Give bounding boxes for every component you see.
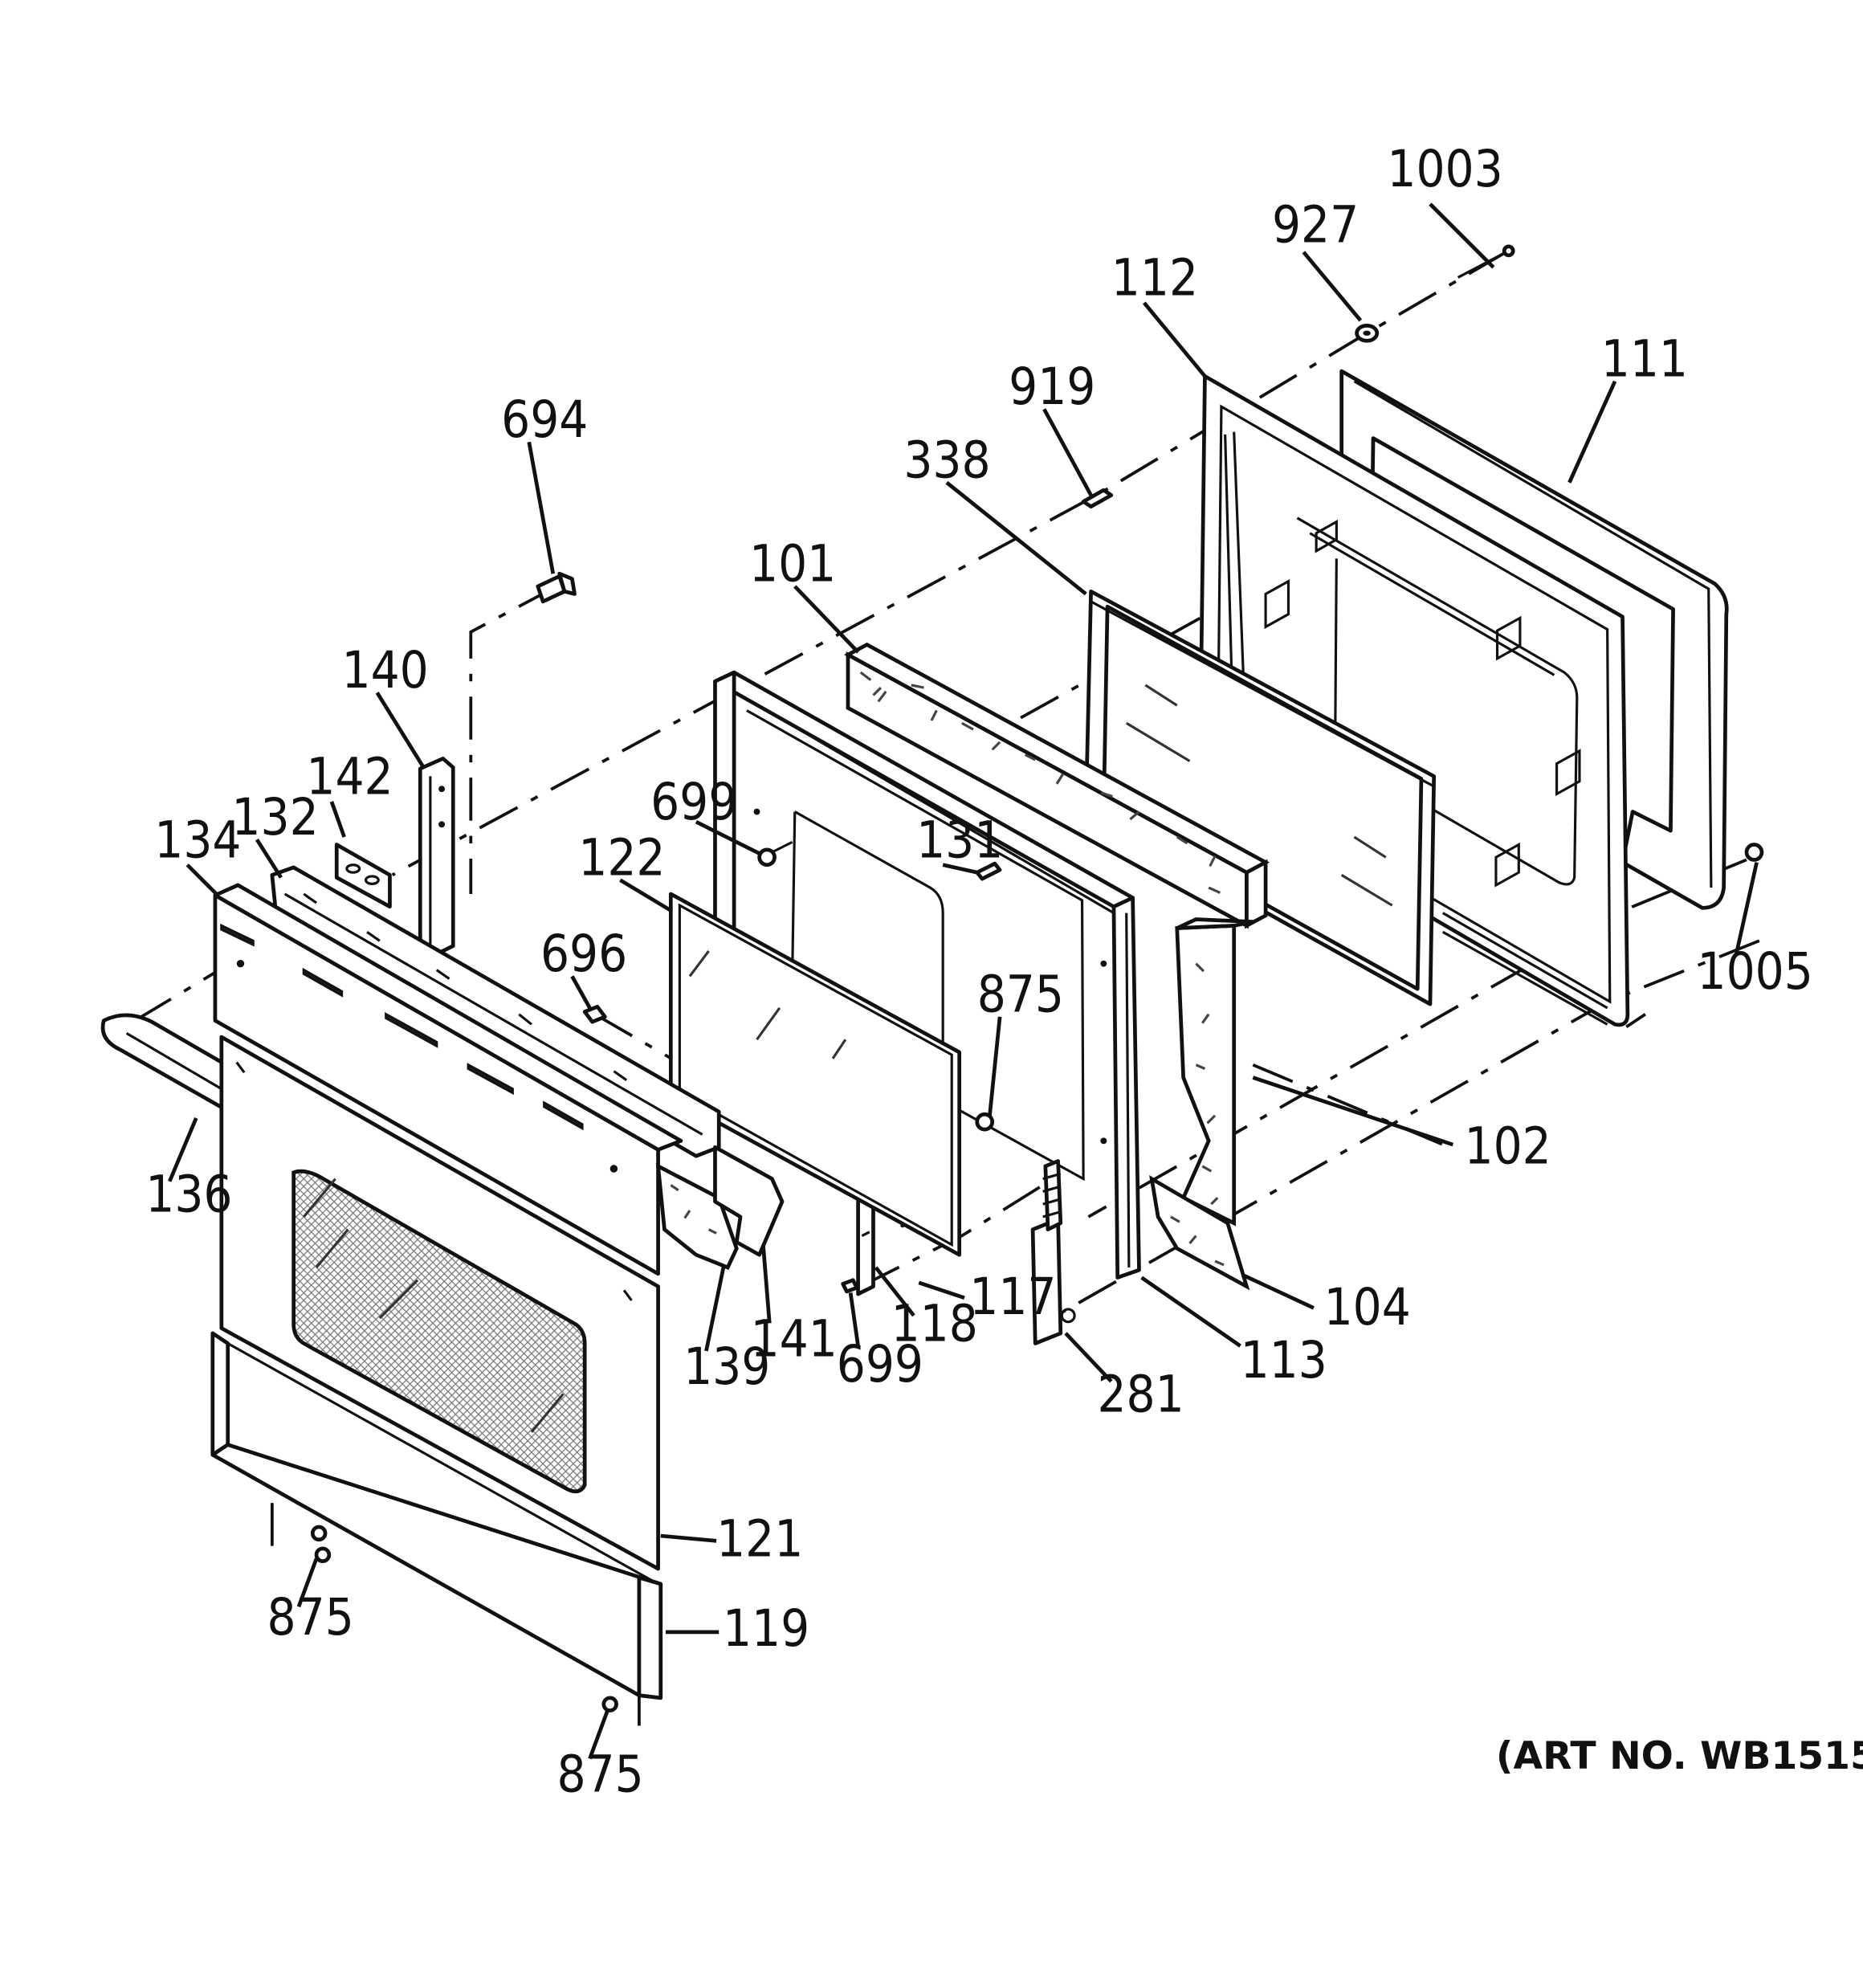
screw-875-mid xyxy=(975,1112,995,1132)
duct-141 xyxy=(713,1145,785,1257)
callout-1005: 1005 xyxy=(1698,941,1813,1001)
inner-glass-338 xyxy=(1083,589,1437,1006)
screw-699-bottom xyxy=(841,1278,859,1294)
callout-142: 142 xyxy=(306,746,393,806)
callout-875-mid: 875 xyxy=(977,965,1064,1024)
callout-875-left: 875 xyxy=(267,1587,354,1647)
callout-338: 338 xyxy=(903,430,990,489)
control-panel-134 xyxy=(213,883,683,1276)
callout-699-bottom: 699 xyxy=(837,1334,923,1394)
hinge-281 xyxy=(1030,1159,1076,1345)
insulation-104 xyxy=(1149,1175,1250,1291)
callout-136: 136 xyxy=(145,1165,232,1224)
callout-113: 113 xyxy=(1241,1330,1327,1390)
art-number: (ART NO. WB15155 C) xyxy=(1496,1734,1863,1778)
outer-door-121 xyxy=(219,1035,660,1571)
callout-699-top: 699 xyxy=(650,772,737,831)
callout-694: 694 xyxy=(501,390,588,449)
clip-131 xyxy=(975,861,1002,881)
callout-875-bottom: 875 xyxy=(556,1744,643,1803)
plate-142 xyxy=(334,843,392,909)
callout-1003: 1003 xyxy=(1387,139,1502,198)
callout-132: 132 xyxy=(231,787,318,847)
callout-117: 117 xyxy=(969,1267,1056,1326)
liner-brackets xyxy=(1264,519,1581,888)
callout-121: 121 xyxy=(716,1508,803,1568)
screw-699-top xyxy=(757,840,793,867)
spacer-919 xyxy=(1081,488,1114,509)
callout-labels: 1003 927 112 111 919 338 694 101 140 142… xyxy=(145,139,1813,1803)
callout-141: 141 xyxy=(751,1308,838,1368)
callout-140: 140 xyxy=(342,640,429,700)
callout-281: 281 xyxy=(1097,1365,1184,1424)
bracket-140 xyxy=(418,756,455,960)
insulation-101 xyxy=(844,642,1270,929)
callout-131: 131 xyxy=(916,810,1003,869)
screw-696 xyxy=(582,1004,607,1024)
callout-101: 101 xyxy=(749,534,836,594)
glass-panel-122 xyxy=(668,892,962,1257)
screw-1003 xyxy=(1457,244,1515,279)
callout-122: 122 xyxy=(578,827,665,887)
callout-111: 111 xyxy=(1601,329,1688,388)
leader-lines xyxy=(168,202,1759,1760)
callout-139: 139 xyxy=(683,1337,770,1396)
callout-112: 112 xyxy=(1111,248,1198,308)
screw-1005 xyxy=(1744,843,1764,862)
callout-118: 118 xyxy=(891,1293,978,1353)
door-gasket-111 xyxy=(1339,369,1729,910)
callout-696: 696 xyxy=(540,924,627,983)
screw-694 xyxy=(536,571,577,604)
callout-134: 134 xyxy=(154,810,241,869)
callout-102: 102 xyxy=(1465,1116,1551,1176)
washer-927 xyxy=(1355,323,1380,343)
bottom-trim-119 xyxy=(210,1331,663,1700)
callout-927: 927 xyxy=(1272,194,1359,254)
insulation-102 xyxy=(1175,917,1254,1227)
control-panel-slots xyxy=(220,923,584,1131)
callout-919: 919 xyxy=(1009,357,1095,416)
callout-104: 104 xyxy=(1324,1277,1411,1337)
callout-119: 119 xyxy=(723,1598,809,1658)
screw-875-bottom xyxy=(601,1696,618,1712)
screws-875-left xyxy=(310,1525,332,1563)
